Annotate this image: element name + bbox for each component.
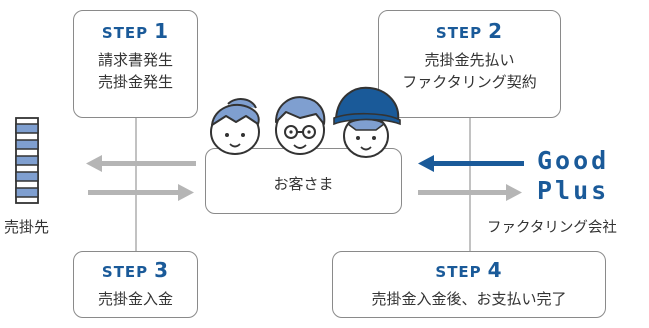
step-1-line-2: 売掛金発生 [97,73,173,91]
step-4-line-1: 売掛金入金後、お支払い完了 [371,290,567,308]
arrow-to-customer [88,184,194,201]
person-right-icon [333,86,401,158]
brand-line-2: Plus [537,176,610,205]
customer-label: お客さま [273,175,334,193]
company-label: ファクタリング会社 [487,220,617,236]
step-2-line-2: ファクタリング契約 [402,73,537,91]
arrow-to-seller [86,155,196,172]
goodplus-logo: Good Plus [537,146,609,206]
seller-label: 売掛先 [4,218,50,236]
step-2-line-1: 売掛金先払い [424,51,515,69]
building-icon [15,117,39,204]
person-left-icon [210,98,260,155]
arrow-payment-from-goodplus [418,155,524,172]
arrow-to-goodplus [418,184,522,201]
brand-line-1: Good [537,146,610,175]
customer-box: お客さま [205,148,402,214]
person-middle-icon [275,96,326,155]
step-3-line-1: 売掛金入金 [97,290,173,308]
step-1-line-1: 請求書発生 [97,51,173,69]
